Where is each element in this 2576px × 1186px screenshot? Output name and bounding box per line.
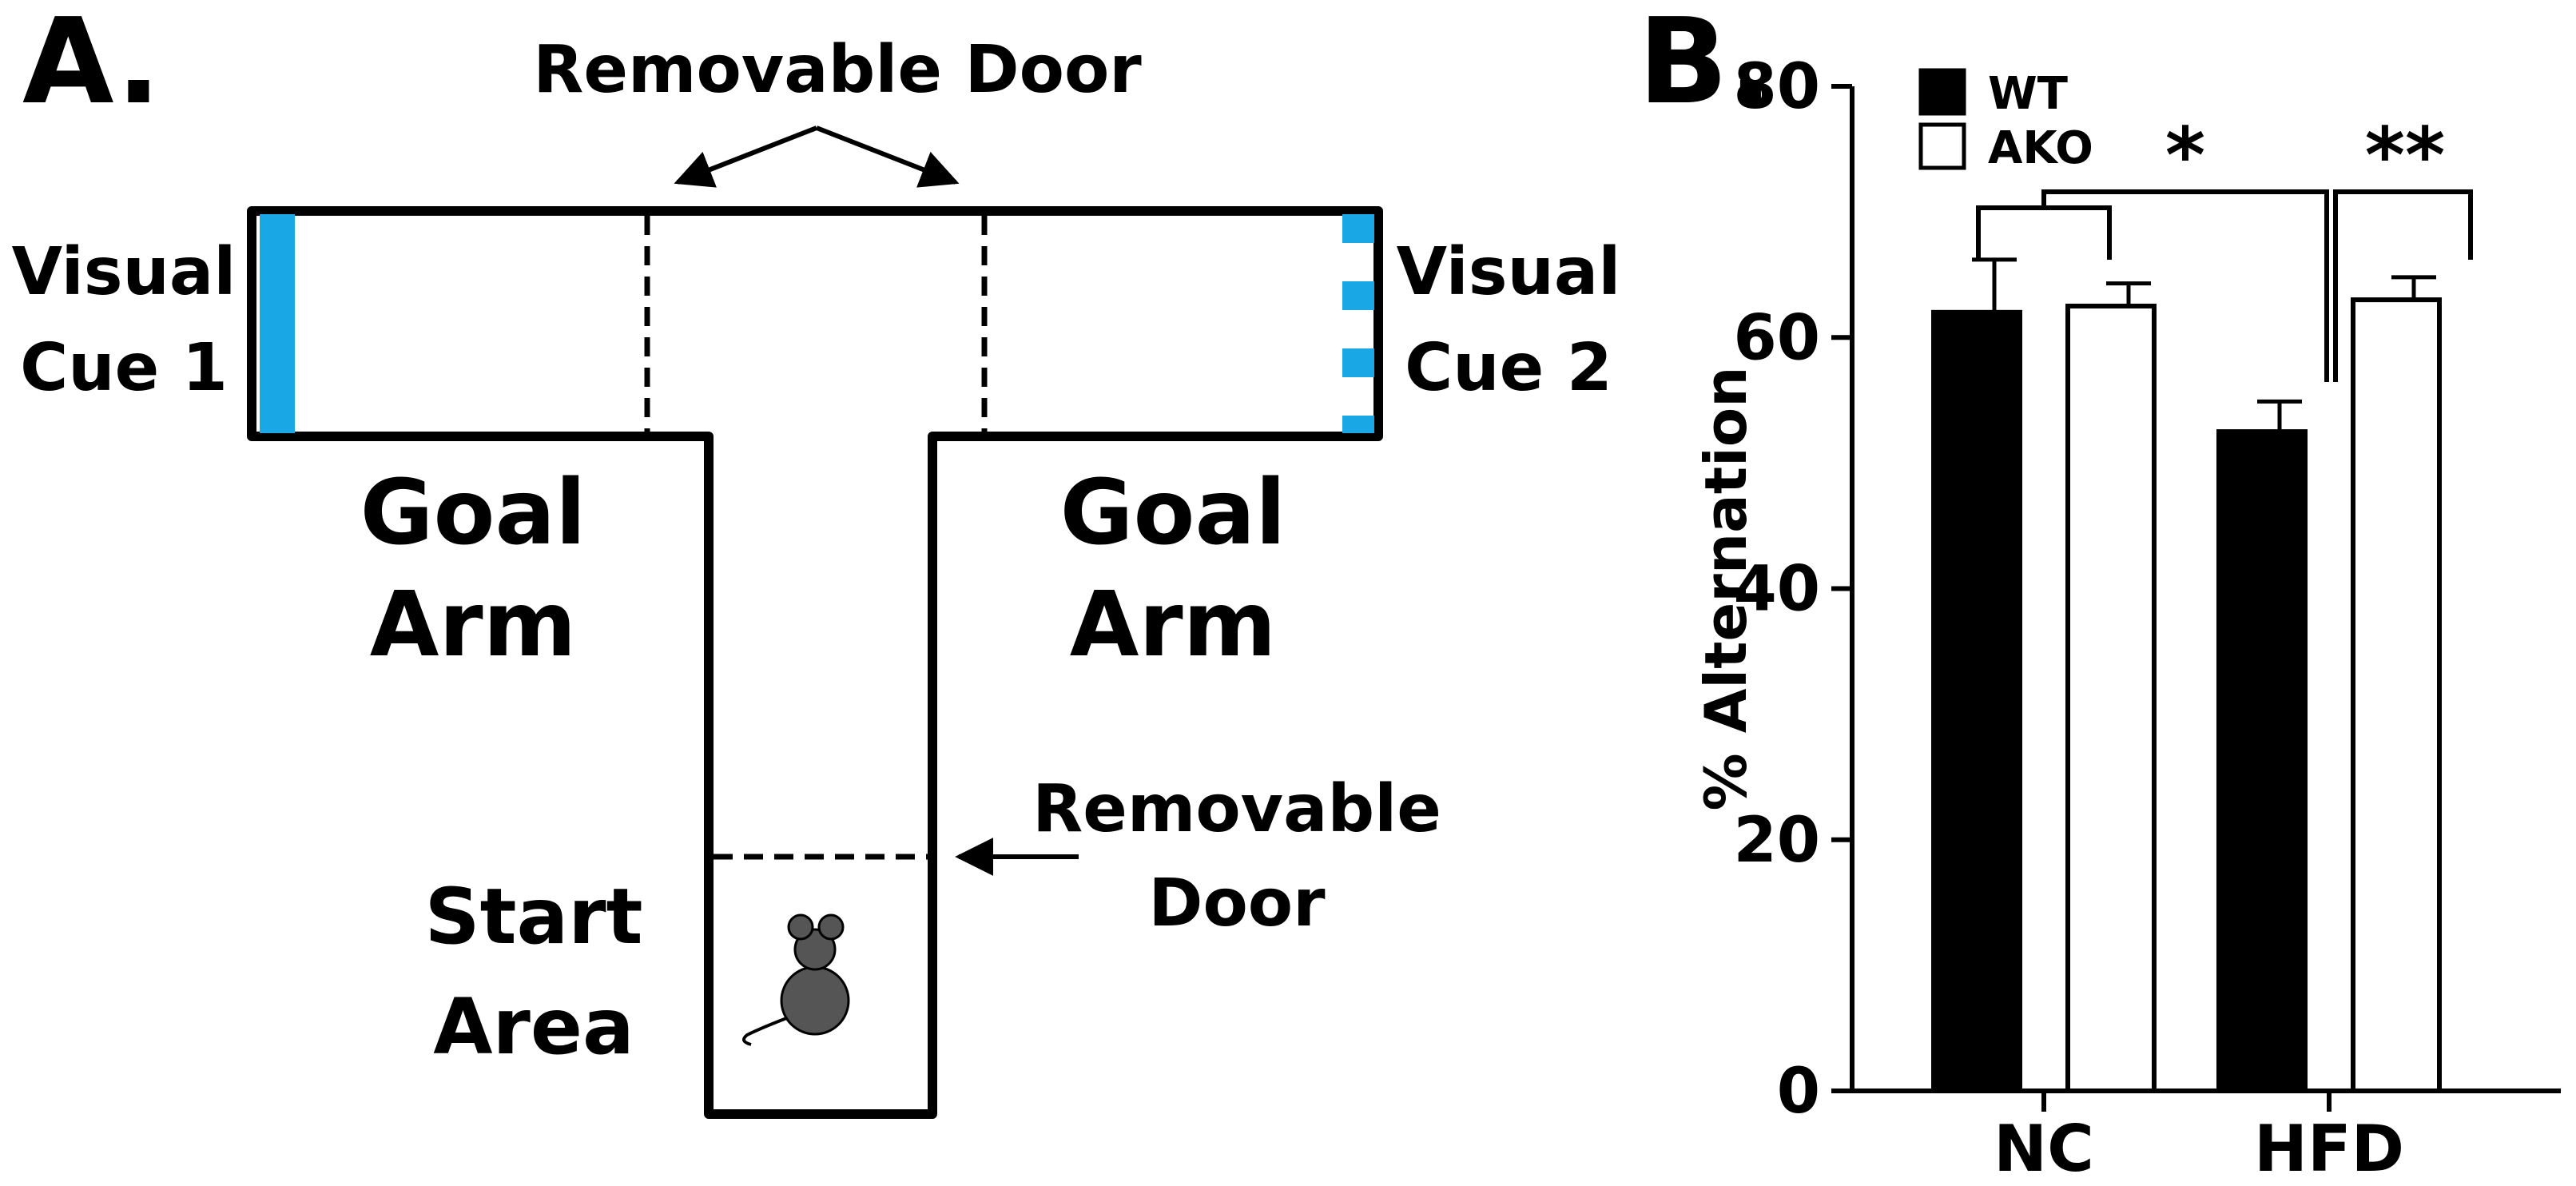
bar-series [1931, 257, 2442, 1093]
t-maze-outline [247, 206, 1383, 1119]
removable-door-top-label: Removable Door [533, 32, 1142, 108]
y-tick-label: 80 [1733, 51, 1820, 123]
door-arrow-left [674, 125, 818, 188]
visual-cue-1-label-line1: Visual [12, 234, 237, 310]
bar-ako-hfd [2351, 297, 2442, 1093]
legend-swatch-ako [1918, 122, 1966, 170]
x-tick-label: HFD [2254, 1112, 2404, 1186]
x-axis: NC HFD [1852, 1088, 2561, 1186]
bar-ako-nc [2065, 303, 2157, 1093]
y-tick-label: 40 [1733, 554, 1820, 626]
start-area-label-line2: Area [433, 982, 634, 1072]
goal-arm-left-label-line1: Goal [360, 461, 586, 565]
visual-cue-2-label-line1: Visual [1397, 234, 1621, 310]
start-area-label-line1: Start [424, 872, 642, 961]
removable-door-bottom-label-line2: Door [1148, 866, 1326, 941]
bar-wt-hfd [2216, 429, 2308, 1093]
legend-swatch-wt [1918, 68, 1966, 116]
significance-star-1: * [2165, 111, 2205, 201]
y-axis-label: % Alternation [1692, 366, 1759, 810]
bracket-nc-vs-hfd-wt [2041, 189, 2329, 382]
goal-arm-right-label-line2: Arm [1070, 573, 1277, 677]
bracket-nc-wt-vs-ako [1976, 205, 2112, 260]
panel-a: A. Removable Door Visual Cue 1 Visual Cu… [12, 0, 1621, 1119]
bracket-hfd-wt-vs-ako [2333, 189, 2473, 382]
panel-a-label: A. [22, 0, 161, 130]
visual-cue-1-label-line2: Cue 1 [20, 330, 228, 406]
legend-label-wt: WT [1988, 68, 2068, 120]
bar-wt-nc [1931, 309, 2022, 1093]
visual-cue-2-label-line2: Cue 2 [1405, 330, 1612, 406]
y-tick-label: 20 [1733, 805, 1820, 877]
y-tick-label: 0 [1777, 1056, 1820, 1128]
legend: WT AKO [1918, 68, 2093, 174]
panel-b-label: B. [1638, 0, 1773, 130]
x-tick-label: NC [1994, 1112, 2094, 1186]
door-arrow-right [815, 125, 960, 188]
removable-door-bottom-label-line1: Removable [1032, 771, 1441, 847]
significance-star-2: ** [2365, 111, 2445, 201]
goal-arm-right-label-line1: Goal [1060, 461, 1286, 565]
visual-cue-1-bar [260, 214, 295, 433]
y-axis: 0 20 40 60 80 [1733, 51, 1854, 1128]
significance-brackets [1976, 189, 2473, 382]
legend-label-ako: AKO [1988, 122, 2093, 174]
goal-arm-left-label-line2: Arm [370, 573, 577, 677]
y-tick-label: 60 [1733, 302, 1820, 374]
mouse-icon [742, 913, 850, 1046]
